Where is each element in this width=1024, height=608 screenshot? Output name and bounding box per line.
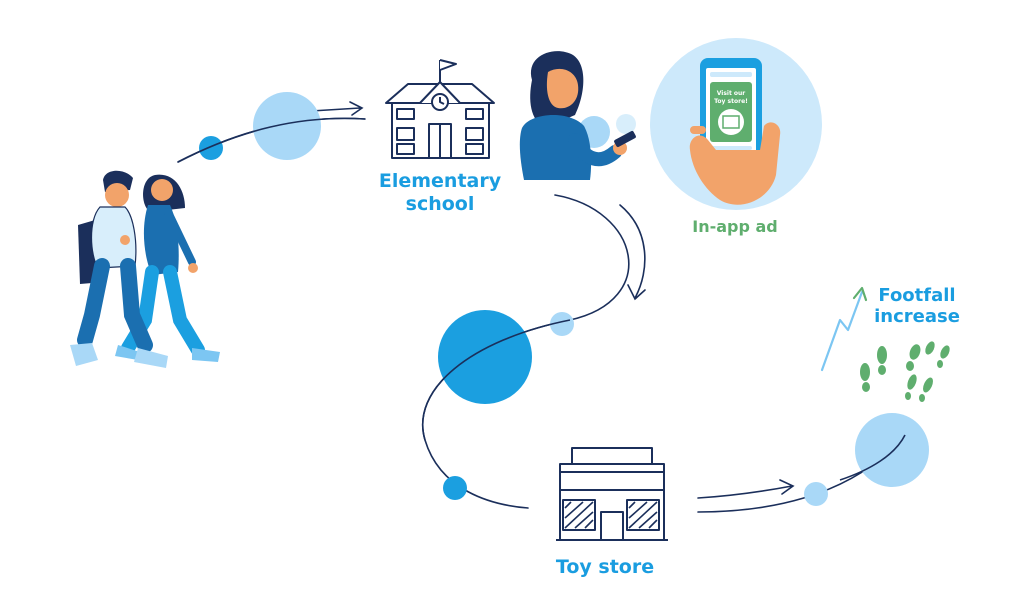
bubble	[438, 310, 532, 404]
bubble	[616, 114, 636, 134]
woman-with-phone-icon	[519, 51, 636, 180]
ad-banner-line-1: Visit our	[717, 90, 746, 97]
label-elementary-school: Elementary school	[345, 170, 535, 216]
phone-ad-icon: Visit our Toy store!	[650, 38, 822, 210]
walking-students-icon	[70, 170, 220, 368]
toy-store-icon	[556, 447, 668, 541]
growth-arrow-icon	[820, 286, 868, 372]
label-footfall-line-2: increase	[874, 305, 960, 327]
bubble	[443, 476, 467, 500]
label-footfall-increase: Footfall increase	[862, 285, 972, 327]
bubble	[804, 482, 828, 506]
school-building-icon	[385, 59, 495, 159]
bubble	[550, 312, 574, 336]
bubble	[253, 92, 321, 160]
footprints-icon	[860, 341, 950, 402]
ad-banner-line-2: Toy store!	[714, 98, 748, 105]
bubble	[855, 413, 929, 487]
bubble	[199, 136, 223, 160]
arrow-to-footfall	[697, 479, 795, 499]
label-in-app-ad: In-app ad	[692, 217, 778, 236]
label-school-line-1: Elementary	[378, 170, 502, 192]
arrow-down	[619, 204, 646, 301]
label-school-line-2: school	[405, 192, 475, 215]
bubbles	[199, 92, 929, 506]
label-footfall-line-1: Footfall	[878, 285, 956, 306]
label-toy-store: Toy store	[555, 556, 655, 578]
